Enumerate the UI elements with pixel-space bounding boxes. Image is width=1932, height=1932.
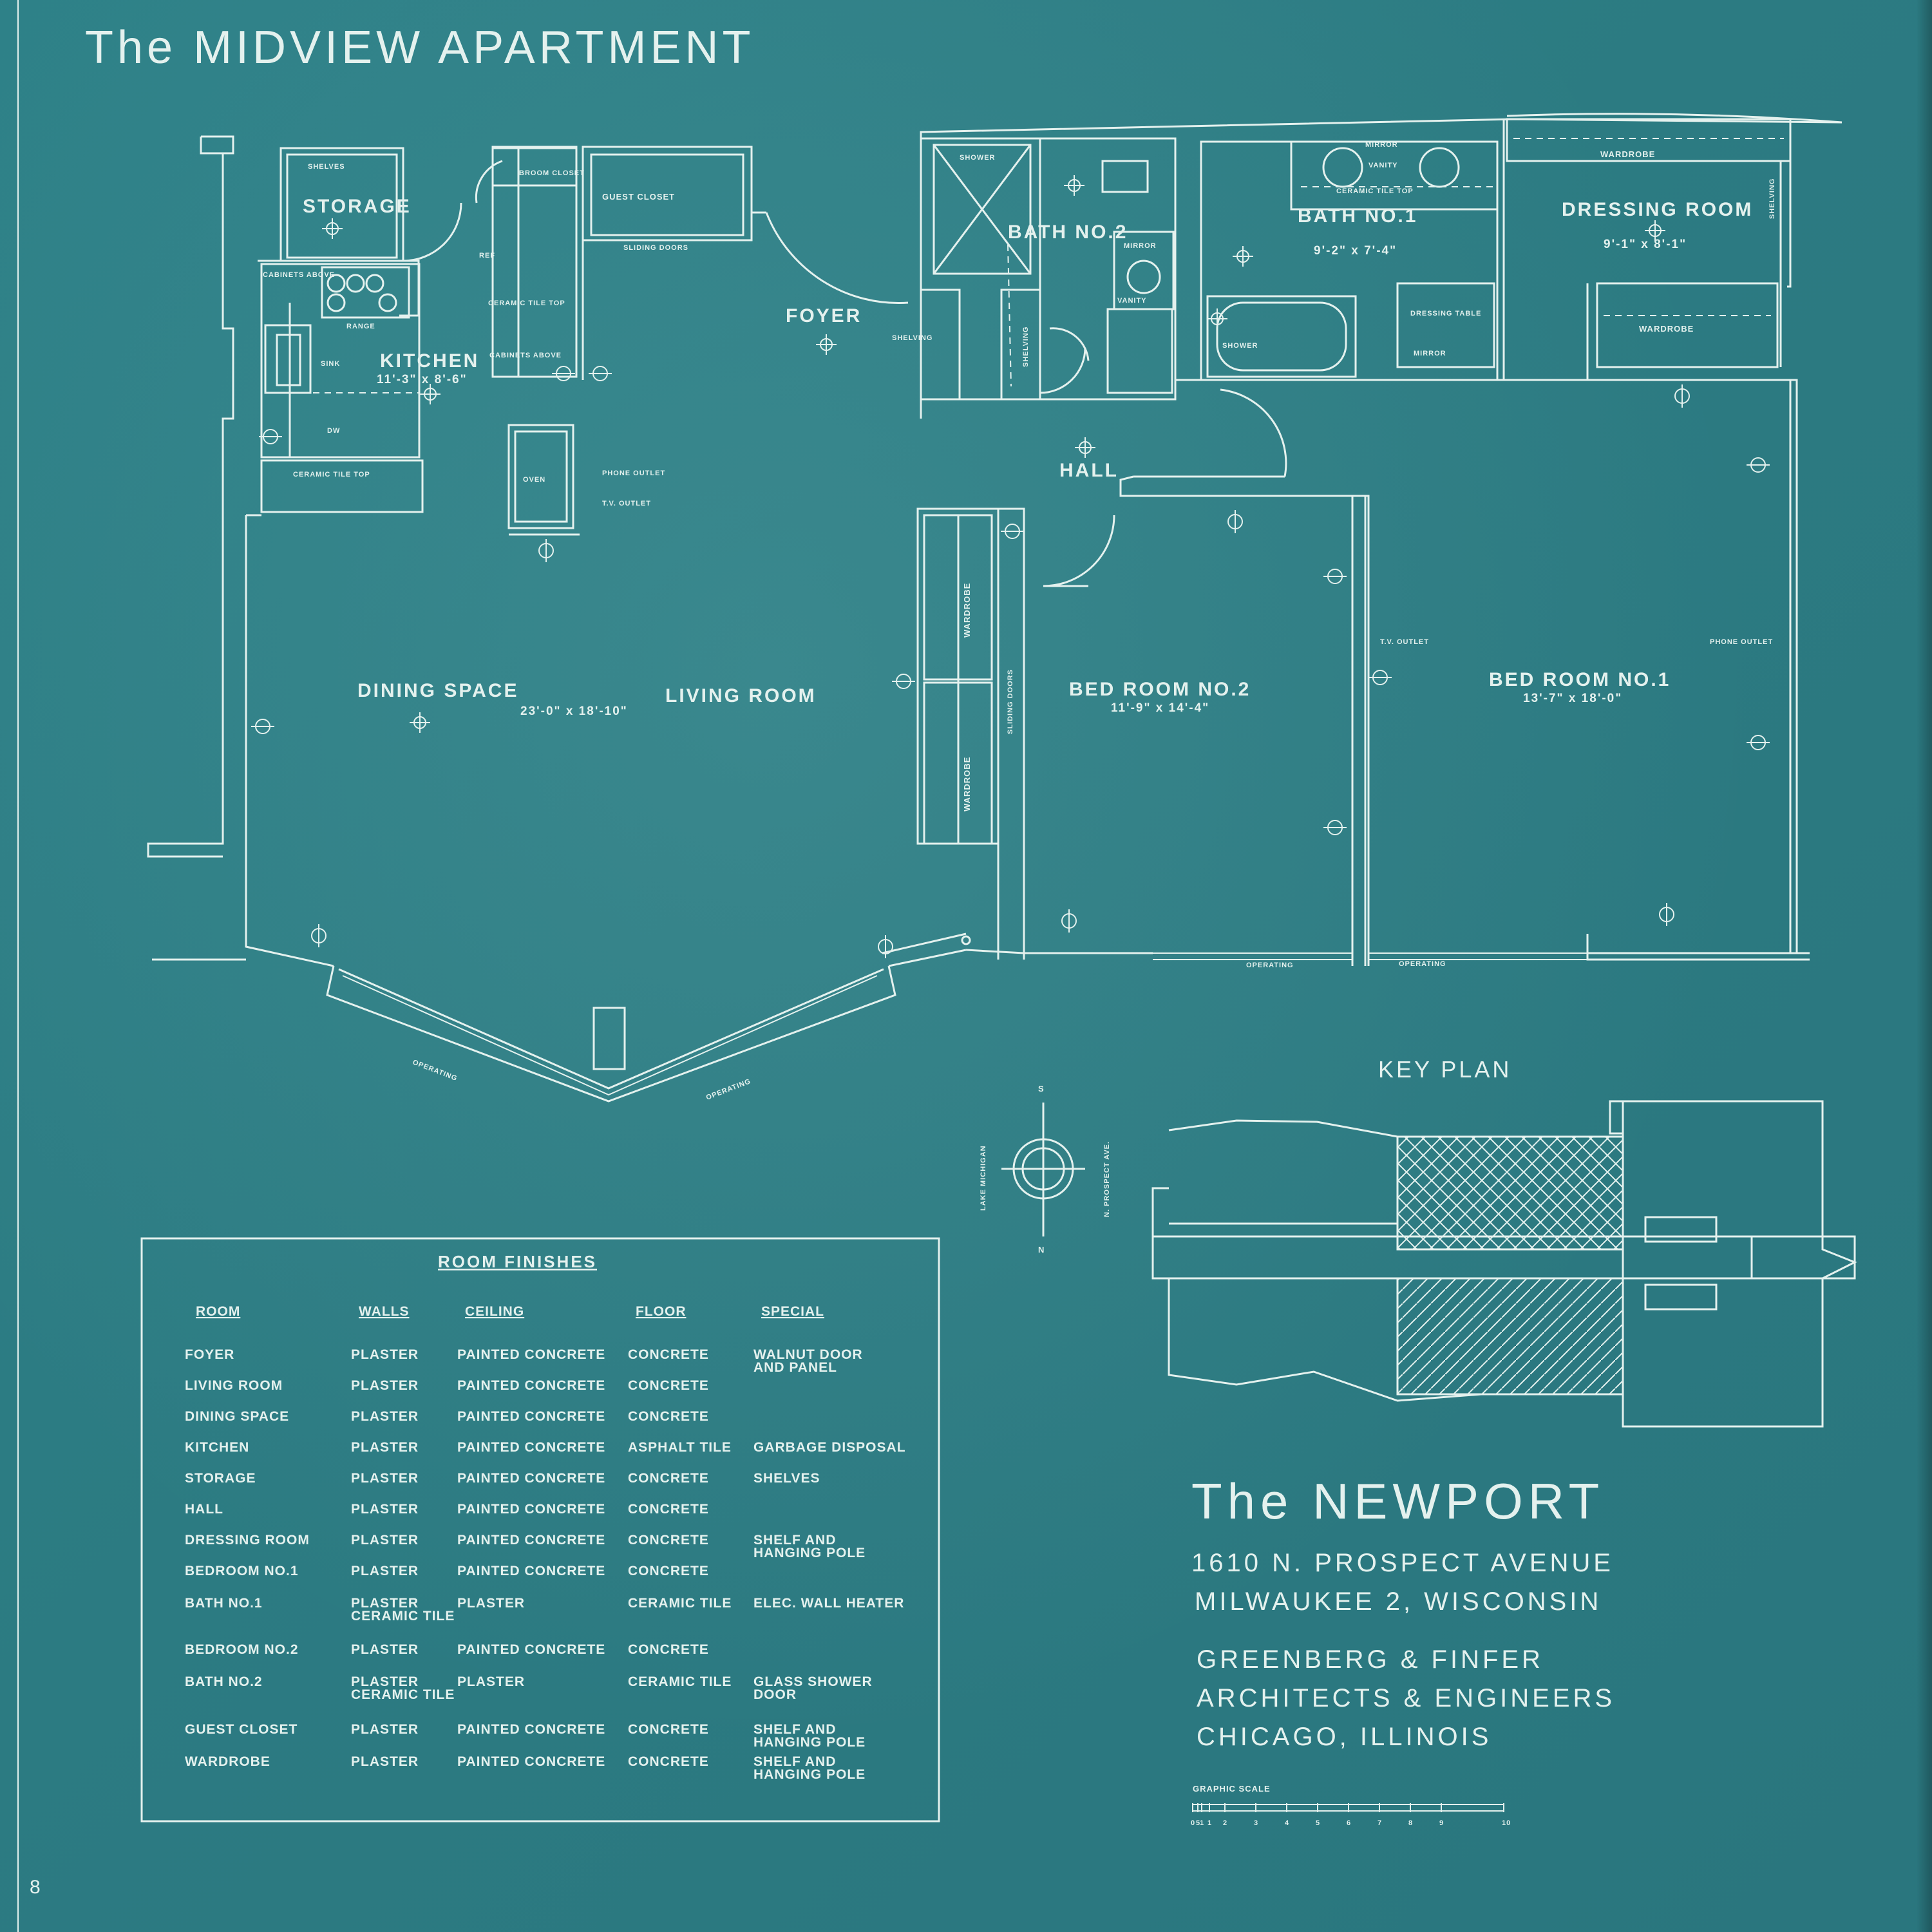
firm-line-1: GREENBERG & FINFER: [1197, 1645, 1544, 1674]
building-name: The NEWPORT: [1191, 1473, 1604, 1530]
graphic-scale-label: GRAPHIC SCALE: [1193, 1784, 1271, 1794]
ref-note: REF: [479, 252, 495, 260]
foyer-label: FOYER: [786, 305, 862, 327]
mirror-note-bath1: MIRROR: [1365, 141, 1398, 149]
sink-note: SINK: [321, 360, 340, 368]
dressing-table-note: DRESSING TABLE: [1410, 310, 1481, 317]
sliding-doors-note-2: SLIDING DOORS: [1007, 669, 1014, 734]
bedroom1-label: BED ROOM NO.1: [1489, 669, 1671, 690]
kitchen-dim: 11'-3" x 8'-6": [377, 373, 468, 386]
operating-note-1: OPERATING: [1246, 961, 1294, 969]
bath1-dim: 9'-2" x 7'-4": [1314, 244, 1397, 258]
vanity-note-bath1: VANITY: [1368, 162, 1398, 169]
prospect-ave-label: N. PROSPECT AVE.: [1103, 1141, 1111, 1217]
bedroom1-dim: 13'-7" x 18'-0": [1523, 692, 1622, 705]
dressing-room-label: DRESSING ROOM: [1562, 199, 1753, 220]
sliding-doors-note: SLIDING DOORS: [623, 244, 688, 252]
wardrobe-note-2: WARDROBE: [962, 757, 972, 811]
operating-note-4: OPERATING: [705, 1077, 752, 1102]
scale-tick-label: 9: [1439, 1819, 1444, 1827]
cabinets-above-note-2: CABINETS ABOVE: [489, 352, 562, 359]
key-plan-diagram: [1151, 1100, 1857, 1428]
living-room-label: LIVING ROOM: [665, 685, 817, 706]
scale-tick-label: 2: [1223, 1819, 1227, 1827]
wardrobe-note-top: WARDROBE: [1600, 149, 1655, 159]
light-fixtures: [322, 175, 1665, 733]
shelving-note-dressing: SHELVING: [1768, 178, 1776, 219]
ceramic-tile-top-bath1: CERAMIC TILE TOP: [1336, 187, 1414, 195]
plan-annotations: SHELVES BROOM CLOSET GUEST CLOSET SLIDIN…: [263, 141, 1776, 1102]
shower-note: SHOWER: [960, 154, 996, 162]
scale-tick-label: 6: [1347, 1819, 1351, 1827]
firm-line-3: CHICAGO, ILLINOIS: [1197, 1723, 1492, 1751]
dressing-room-dim: 9'-1" x 8'-1": [1604, 238, 1687, 251]
dining-space-label: DINING SPACE: [357, 680, 518, 701]
bedroom2-label: BED ROOM NO.2: [1069, 679, 1251, 700]
bath1-label: BATH NO.1: [1298, 205, 1417, 227]
kitchen-label: KITCHEN: [380, 350, 479, 372]
phone-outlet-note: PHONE OUTLET: [602, 469, 665, 477]
guest-closet-note: GUEST CLOSET: [602, 192, 675, 202]
scale-tick-label: 0: [1191, 1819, 1195, 1827]
lake-michigan-label: LAKE MICHIGAN: [980, 1145, 987, 1211]
address-line-1: 1610 N. PROSPECT AVENUE: [1191, 1549, 1614, 1577]
scale-tick-label: 3: [1254, 1819, 1258, 1827]
ceramic-tile-top-note: CERAMIC TILE TOP: [293, 471, 370, 478]
operating-note-3: OPERATING: [412, 1059, 459, 1083]
building-info: The NEWPORT 1610 N. PROSPECT AVENUE MILW…: [1191, 1473, 1615, 1751]
scale-tick-label: 1: [1200, 1819, 1204, 1827]
phone-outlet-note-2: PHONE OUTLET: [1710, 638, 1773, 646]
shelves-note: SHELVES: [308, 163, 345, 171]
scale-tick-label: 4: [1285, 1819, 1289, 1827]
plan-dashed-lines: [290, 138, 1784, 393]
shower-note-bath1: SHOWER: [1222, 342, 1258, 350]
key-plan-title: KEY PLAN: [1378, 1056, 1511, 1083]
range-note: RANGE: [346, 323, 375, 330]
mirror-note-dressing: MIRROR: [1414, 350, 1446, 357]
mirror-note-bath2: MIRROR: [1124, 242, 1157, 250]
north-arrow-compass: S N LAKE MICHIGAN N. PROSPECT AVE.: [980, 1084, 1111, 1255]
page-number: 8: [30, 1877, 41, 1898]
hall-label: HALL: [1059, 460, 1119, 481]
scale-tick-label: 1: [1208, 1819, 1212, 1827]
scale-tick-label: 5: [1316, 1819, 1320, 1827]
page-title: The MIDVIEW APARTMENT: [85, 22, 754, 73]
ceramic-tile-top-note-2: CERAMIC TILE TOP: [488, 299, 565, 307]
wall-outlets: [251, 366, 1770, 958]
compass-north: N: [1038, 1245, 1045, 1255]
shelving-note: SHELVING: [892, 334, 933, 342]
wardrobe-note-bottom: WARDROBE: [1639, 324, 1694, 334]
firm-line-2: ARCHITECTS & ENGINEERS: [1197, 1684, 1615, 1712]
tv-outlet-note: T.V. OUTLET: [602, 500, 651, 507]
wardrobe-note-1: WARDROBE: [962, 583, 972, 638]
room-labels: STORAGE KITCHEN 11'-3" x 8'-6" FOYER BAT…: [303, 196, 1753, 718]
compass-south: S: [1038, 1084, 1045, 1094]
scale-tick-label: 8: [1408, 1819, 1413, 1827]
broom-closet-note: BROOM CLOSET: [519, 169, 585, 177]
bath2-label: BATH NO.2: [1008, 222, 1128, 243]
operating-note-2: OPERATING: [1399, 960, 1446, 968]
scale-tick-label: 7: [1378, 1819, 1382, 1827]
plan-walls: [147, 113, 1842, 1103]
address-line-2: MILWAUKEE 2, WISCONSIN: [1195, 1587, 1602, 1616]
dw-note: DW: [327, 427, 340, 435]
shelving-note-bath2: SHELVING: [1022, 327, 1030, 367]
tv-outlet-note-2: T.V. OUTLET: [1380, 638, 1429, 646]
scale-tick-label: 5: [1196, 1819, 1200, 1827]
oven-note: OVEN: [523, 476, 545, 484]
cabinets-above-note: CABINETS ABOVE: [263, 271, 335, 279]
bedroom2-dim: 11'-9" x 14'-4": [1111, 701, 1209, 715]
living-room-dim: 23'-0" x 18'-10": [520, 705, 628, 718]
storage-label: STORAGE: [303, 196, 412, 217]
vanity-note-bath2: VANITY: [1117, 297, 1147, 305]
scale-tick-label: 10: [1502, 1819, 1511, 1827]
